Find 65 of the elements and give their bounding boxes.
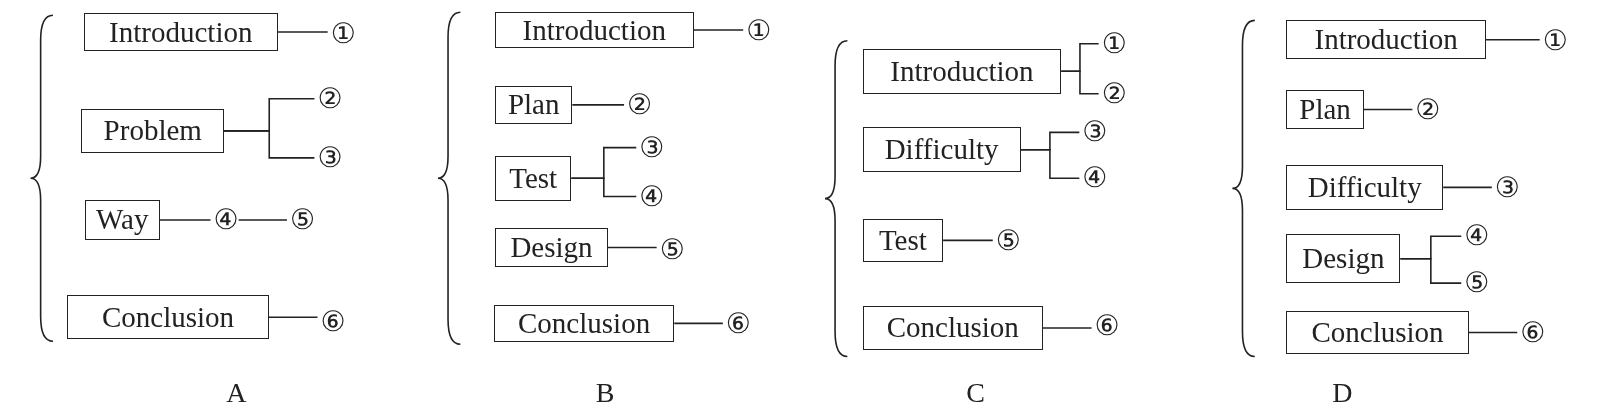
connector-line <box>1442 186 1493 189</box>
connector-line <box>277 31 329 33</box>
text-box: Introduction <box>495 12 694 48</box>
text-box: Plan <box>495 85 573 125</box>
option-label: C <box>966 379 986 408</box>
circled-number: ⑤ <box>659 235 685 264</box>
circled-number: ① <box>330 19 356 48</box>
connector-line <box>159 219 212 221</box>
circled-number: ④ <box>213 206 239 234</box>
text-box: Plan <box>1286 89 1364 130</box>
connector-line <box>571 104 625 106</box>
text-box: Conclusion <box>1286 310 1469 355</box>
text-box: Introduction <box>1286 20 1486 60</box>
connector-line <box>1362 108 1414 111</box>
connector-line <box>607 246 658 249</box>
text-box: Conclusion <box>862 305 1043 351</box>
connector-line <box>1060 70 1100 95</box>
text-box: Design <box>495 228 609 267</box>
text-box: Difficulty <box>862 127 1021 173</box>
circled-number: ① <box>1101 29 1127 58</box>
text-box: Conclusion <box>67 295 269 340</box>
text-box: Design <box>1286 234 1401 284</box>
text-box: Introduction <box>83 13 279 51</box>
connector-line <box>673 322 724 325</box>
text-box: Test <box>495 155 572 201</box>
circled-number: ① <box>746 16 772 45</box>
circled-number: ③ <box>317 143 343 172</box>
circled-number: ② <box>627 90 653 119</box>
connector-line <box>570 177 638 198</box>
text-box: Introduction <box>862 48 1062 94</box>
circled-number: ⑤ <box>995 227 1021 256</box>
connector-line <box>223 130 316 159</box>
connector-line <box>1019 148 1081 180</box>
circled-number: ② <box>1415 96 1441 124</box>
connector-line <box>1467 331 1519 334</box>
text-box: Way <box>84 199 160 241</box>
circled-number: ④ <box>1464 222 1490 251</box>
connector-line <box>1485 38 1541 41</box>
connector-line <box>1042 327 1093 329</box>
circled-number: ② <box>1101 79 1127 108</box>
connector-line <box>1399 257 1463 284</box>
circled-number: ① <box>1542 26 1568 55</box>
connector-line <box>237 219 288 221</box>
circled-number: ④ <box>639 182 665 211</box>
connector-line <box>268 316 319 319</box>
connector-line <box>692 29 744 31</box>
circled-number: ⑥ <box>1520 319 1546 348</box>
circled-number: ⑥ <box>320 307 346 336</box>
option-label: B <box>595 379 615 408</box>
text-box: Difficulty <box>1286 165 1444 210</box>
connector-line <box>942 239 994 242</box>
option-label: D <box>1332 379 1353 408</box>
circled-number: ⑥ <box>1094 311 1120 340</box>
circled-number: ② <box>317 84 343 113</box>
circled-number: ③ <box>639 133 665 162</box>
text-box: Test <box>862 218 944 262</box>
circled-number: ③ <box>1494 174 1520 203</box>
circled-number: ⑤ <box>289 206 316 234</box>
circled-number: ⑤ <box>1464 269 1490 298</box>
circled-number: ③ <box>1082 118 1108 147</box>
text-box: Conclusion <box>493 304 675 343</box>
option-label: A <box>226 379 247 408</box>
circled-number: ④ <box>1082 164 1108 193</box>
circled-number: ⑥ <box>725 309 751 338</box>
text-box: Problem <box>81 108 225 153</box>
